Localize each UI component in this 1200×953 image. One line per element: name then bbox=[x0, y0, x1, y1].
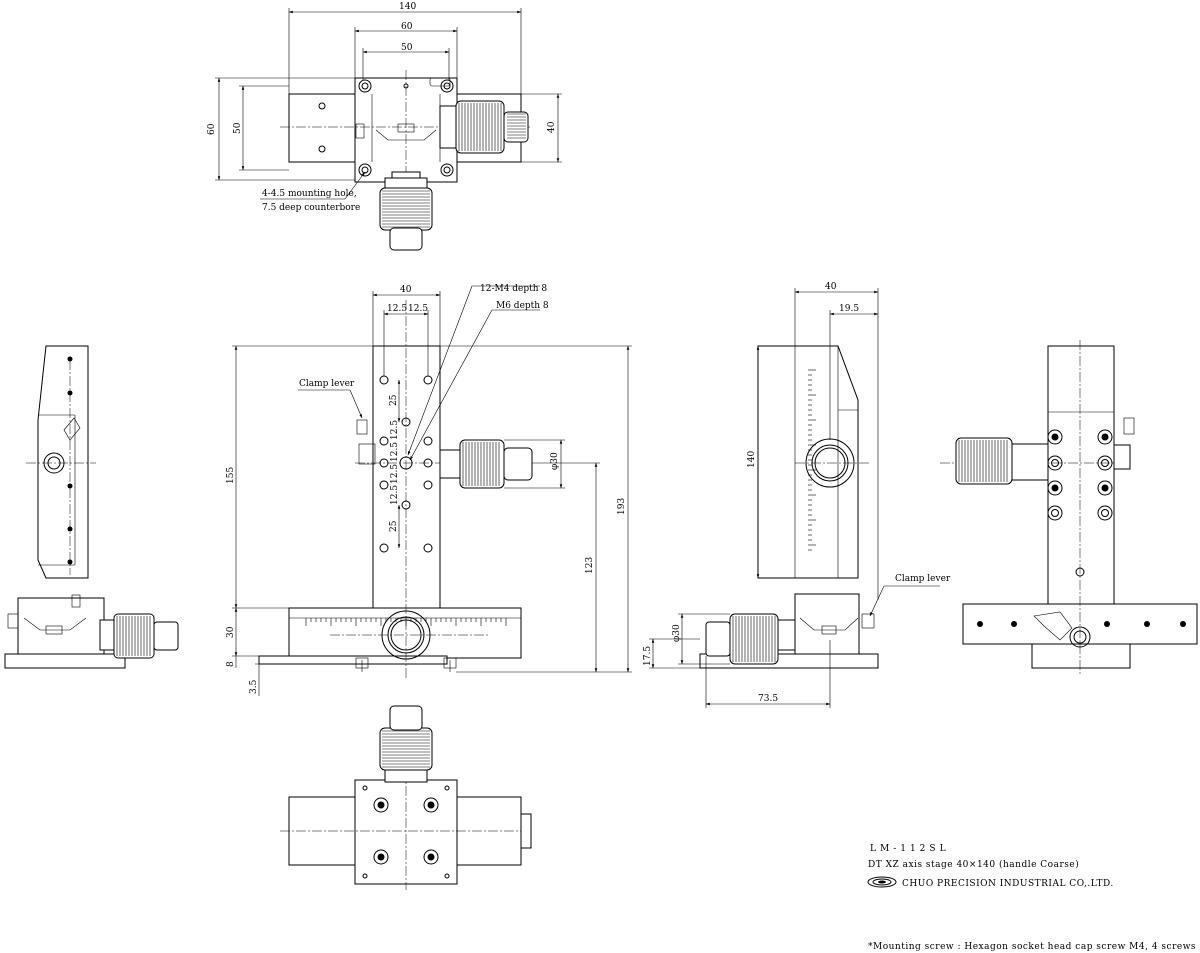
front-view-knob bbox=[439, 439, 533, 489]
dim-side-73-5: 73.5 bbox=[758, 694, 778, 704]
title-model: LM-112SL bbox=[870, 844, 950, 854]
dim-front-phi30: φ30 bbox=[550, 452, 560, 470]
note-clamp-lever-side: Clamp lever bbox=[895, 574, 951, 584]
dim-top-left-50: 50 bbox=[233, 122, 243, 134]
footnote-mounting-screw: *Mounting screw : Hexagon socket head ca… bbox=[868, 942, 1196, 952]
dim-front-12-5-v4: 12.5 bbox=[390, 485, 400, 505]
note-mounting-hole-line1: 4-4.5 mounting hole, bbox=[262, 189, 357, 199]
dim-front-155: 155 bbox=[226, 467, 236, 484]
title-description: DT XZ axis stage 40×140 (handle Coarse) bbox=[868, 859, 1079, 870]
dim-front-40: 40 bbox=[400, 285, 412, 295]
note-mounting-hole-line2: 7.5 deep counterbore bbox=[262, 203, 360, 213]
dim-front-12-5-a: 12.5 bbox=[387, 304, 407, 314]
dim-top-50: 50 bbox=[401, 43, 413, 53]
dim-side-phi30: φ30 bbox=[672, 624, 682, 642]
dim-top-left-60: 60 bbox=[207, 123, 217, 135]
dim-front-12-5-b: 12.5 bbox=[408, 304, 428, 314]
dim-front-30: 30 bbox=[226, 626, 236, 638]
dim-front-8: 8 bbox=[226, 661, 236, 667]
title-company: CHUO PRECISION INDUSTRIAL CO,.LTD. bbox=[902, 879, 1114, 889]
title-block: LM-112SL DT XZ axis stage 40×140 (handle… bbox=[867, 844, 1196, 952]
dim-front-12-5-v3: 12.5 bbox=[390, 464, 400, 484]
dim-top-right-40: 40 bbox=[547, 121, 557, 133]
dim-front-25-lower: 25 bbox=[389, 520, 399, 532]
note-clamp-lever-front: Clamp lever bbox=[299, 379, 355, 389]
top-view: 140 60 50 60 50 40 4-4.5 mounting hole, … bbox=[207, 2, 562, 251]
top-view-bottom-knob bbox=[379, 171, 433, 251]
company-logo bbox=[867, 876, 897, 888]
dim-front-12-5-v2: 12.5 bbox=[390, 442, 400, 462]
dim-side-140: 140 bbox=[747, 451, 757, 468]
left-side-view bbox=[4, 345, 179, 669]
dim-top-60: 60 bbox=[401, 22, 413, 32]
front-view-z-plate bbox=[372, 345, 441, 609]
front-view-holes bbox=[379, 375, 433, 553]
dim-side-17-5: 17.5 bbox=[643, 646, 653, 666]
bottom-view bbox=[280, 705, 532, 890]
rear-view bbox=[940, 340, 1198, 675]
dim-side-19-5: 19.5 bbox=[839, 304, 859, 314]
note-m6: M6 depth 8 bbox=[496, 301, 549, 311]
front-view: Clamp lever 40 12.5 12.5 25 25 12.5 12.5… bbox=[226, 284, 632, 696]
dim-side-40: 40 bbox=[825, 282, 837, 292]
right-side-view: Clamp lever 40 19.5 140 φ30 17.5 73.5 bbox=[643, 282, 951, 708]
dim-front-12-5-v1: 12.5 bbox=[390, 420, 400, 440]
dim-top-140: 140 bbox=[399, 2, 416, 12]
top-view-holes bbox=[318, 79, 454, 177]
note-m4: 12-M4 depth 8 bbox=[480, 284, 547, 294]
dim-front-25-upper: 25 bbox=[389, 394, 399, 406]
dim-front-3-5: 3.5 bbox=[249, 679, 259, 694]
dim-front-193: 193 bbox=[617, 498, 627, 515]
front-view-x-base bbox=[288, 607, 522, 659]
dim-front-123: 123 bbox=[585, 557, 595, 574]
right-side-view-z-scale bbox=[808, 369, 816, 551]
